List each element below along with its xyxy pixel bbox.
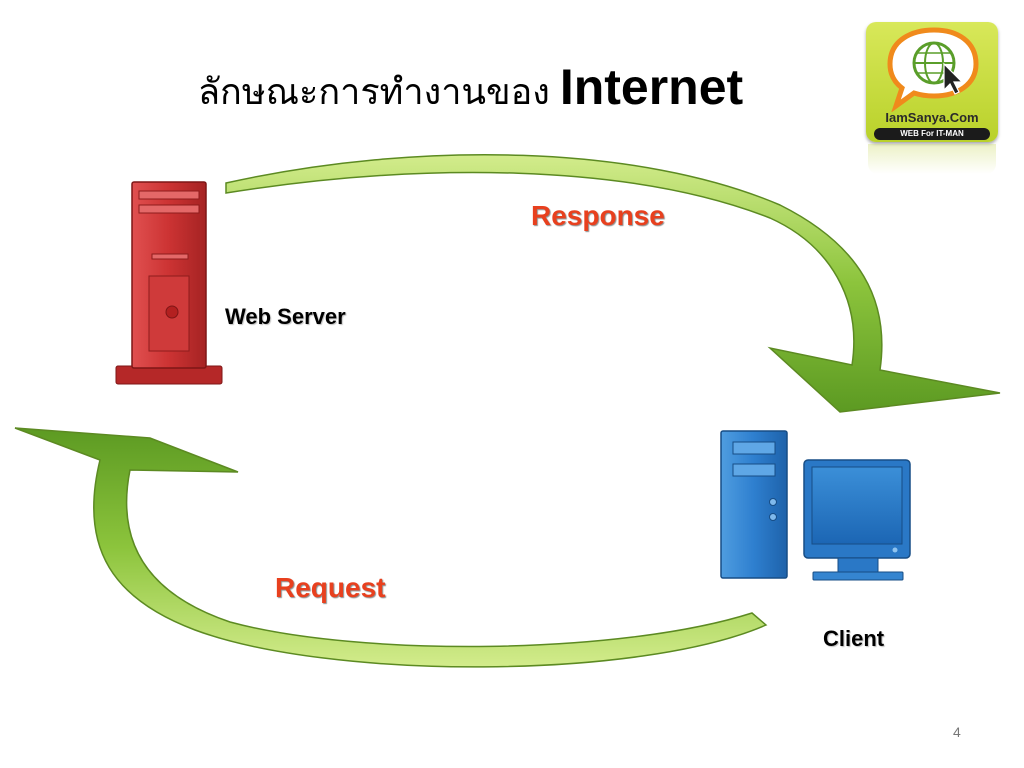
request-label: Request bbox=[275, 572, 386, 603]
client-label: Client bbox=[823, 626, 885, 651]
response-arrow bbox=[225, 154, 1001, 413]
client-computer-icon bbox=[720, 430, 911, 581]
logo-text: IamSanya.Com bbox=[885, 110, 979, 125]
globe-icon bbox=[912, 41, 956, 85]
speech-bubble-icon bbox=[887, 27, 979, 112]
response-label: Response bbox=[531, 200, 665, 231]
page-number: 4 bbox=[953, 724, 961, 740]
request-arrow bbox=[14, 427, 768, 668]
web-server-icon bbox=[115, 181, 223, 385]
site-logo: IamSanya.Com WEB For IT-MAN bbox=[866, 22, 998, 174]
cursor-icon bbox=[943, 62, 964, 95]
web-server-label: Web Server bbox=[225, 304, 346, 329]
logo-reflection bbox=[868, 144, 996, 174]
title-latin: Internet bbox=[559, 59, 744, 115]
logo-graphic bbox=[887, 27, 979, 112]
logo-tagline: WEB For IT-MAN bbox=[874, 128, 990, 140]
title-thai: ลักษณะการทำงานของ bbox=[198, 72, 550, 113]
